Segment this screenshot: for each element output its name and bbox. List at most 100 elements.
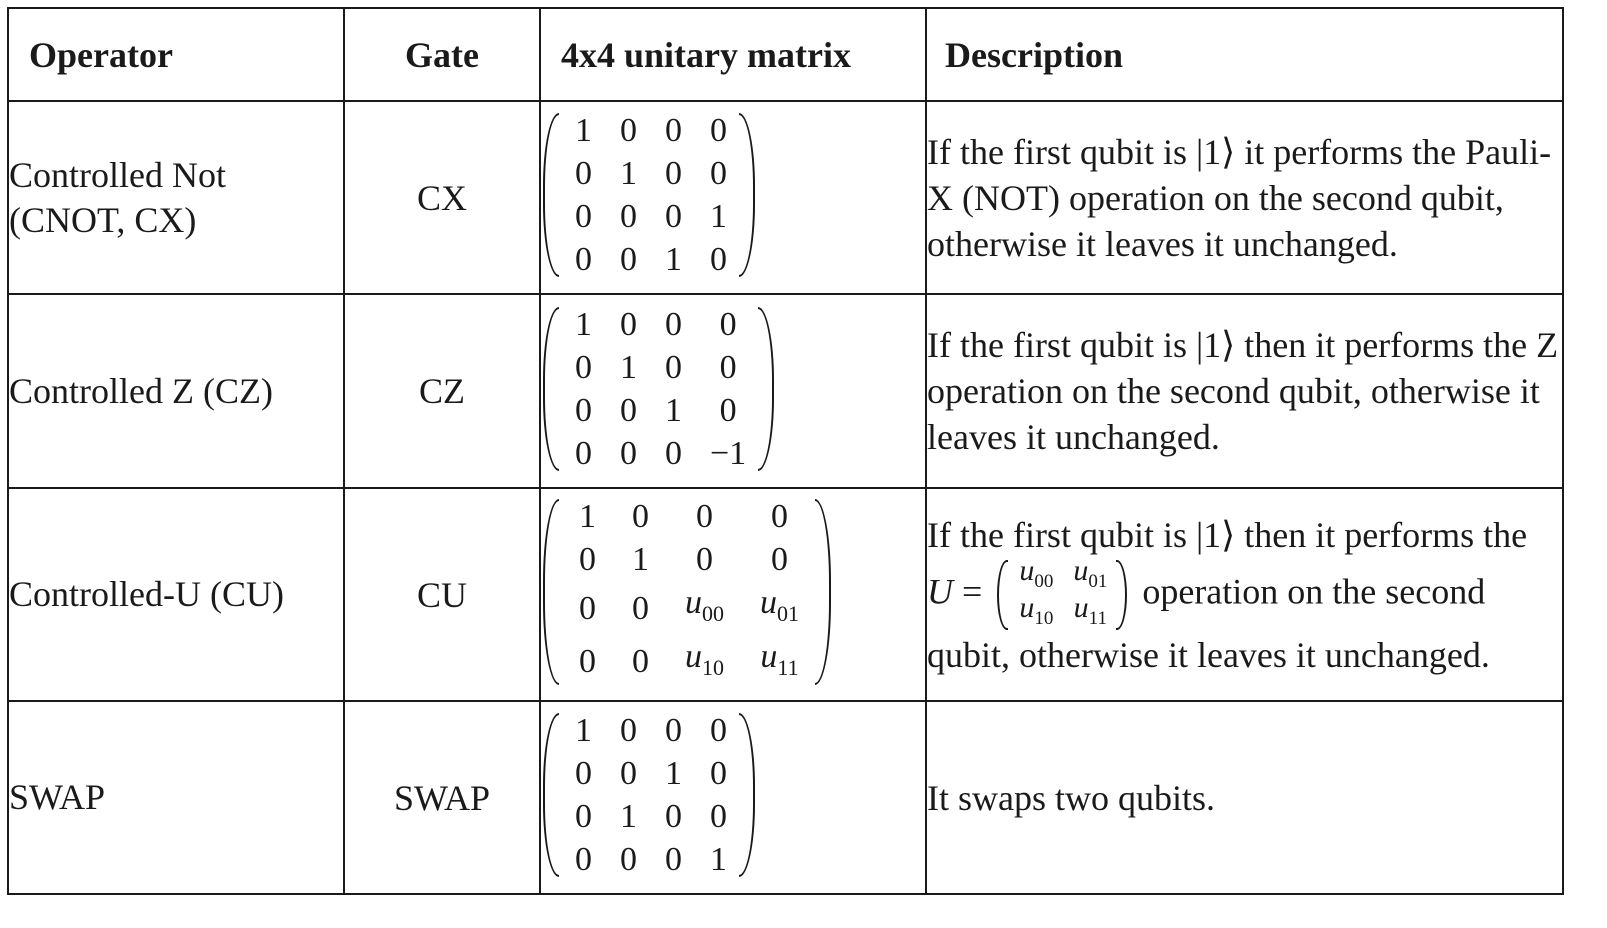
quantum-gates-table: Operator Gate 4x4 unitary matrix Descrip… [7, 7, 1564, 895]
operator-label: Controlled Not [9, 154, 226, 195]
matrix-entry: 0 [575, 434, 592, 472]
operator-cell: SWAP [7, 700, 345, 895]
matrix-entry: 1 [620, 155, 637, 192]
matrix-entry: 0 [710, 241, 727, 278]
matrix-entry: 0 [632, 589, 649, 627]
matrix-entry: 0 [665, 434, 682, 472]
equals-sign: = [953, 570, 992, 611]
matrix-entry: 1 [665, 241, 682, 278]
matrix-entry: 0 [665, 348, 682, 386]
gate-cell: CU [343, 487, 541, 702]
matrix-entry: 0 [710, 798, 727, 835]
gate-cell: SWAP [343, 700, 541, 895]
operator-label: Controlled Z (CZ) [9, 370, 273, 411]
matrix-entry: u10 [685, 638, 724, 680]
matrix-entry: 0 [665, 155, 682, 192]
matrix-entry: 0 [665, 712, 682, 749]
matrix-entry: 0 [710, 755, 727, 792]
matrix-entry: 0 [696, 541, 713, 579]
description-cell: If the first qubit is |1⟩ then it perfor… [925, 487, 1564, 702]
matrix-entry: 1 [665, 391, 682, 429]
matrix-entry: 0 [579, 643, 596, 681]
matrix-entry: 0 [620, 112, 637, 149]
matrix-entry: 0 [575, 198, 592, 235]
matrix-entry: 0 [665, 198, 682, 235]
matrix-entry: 1 [579, 498, 596, 536]
matrix-entry: 1 [575, 305, 592, 343]
matrix-entry: 1 [632, 541, 649, 579]
operator-symbol: U [927, 570, 953, 611]
operator-cell: Controlled Z (CZ) [7, 293, 345, 489]
matrix-entry: 1 [620, 348, 637, 386]
matrix-entry: 0 [771, 541, 788, 579]
matrix-entry: 0 [665, 112, 682, 149]
matrix-entry: u01 [1073, 553, 1108, 592]
matrix-entry: 1 [710, 198, 727, 235]
operator-label: Controlled-U (CU) [9, 574, 284, 614]
header-matrix: 4x4 unitary matrix [539, 7, 927, 102]
matrix-entry: 0 [620, 712, 637, 749]
matrix-entry: 0 [575, 755, 592, 792]
matrix-entry: −1 [710, 434, 747, 472]
matrix-entry: 0 [665, 798, 682, 835]
header-operator: Operator [7, 7, 345, 102]
matrix-entry: 0 [620, 391, 637, 429]
operator-cell: Controlled Not (CNOT, CX) [7, 100, 345, 295]
matrix-entry: 0 [719, 348, 737, 386]
description-text: operation on the second qubit, otherwise… [927, 570, 1490, 675]
matrix-entry: u00 [1019, 553, 1054, 592]
matrix-entry: 0 [710, 112, 727, 149]
gate-cell: CX [343, 100, 541, 295]
matrix-entry: 0 [620, 434, 637, 472]
matrix-entry: 0 [620, 755, 637, 792]
header-description: Description [925, 7, 1564, 102]
matrix-entry: 0 [632, 643, 649, 681]
operator-label: (CNOT, CX) [9, 199, 197, 240]
matrix-entry: 0 [710, 155, 727, 192]
matrix-entry: 0 [620, 198, 637, 235]
gate-cell: CZ [343, 293, 541, 489]
matrix-entry: 1 [710, 841, 727, 878]
matrix-entry: 0 [710, 712, 727, 749]
description-text: If the first qubit is |1⟩ then it perfor… [927, 514, 1528, 555]
matrix-entry: u11 [1073, 590, 1107, 629]
matrix-entry: 0 [719, 391, 737, 429]
matrix-entry: 0 [632, 498, 649, 536]
matrix-entry: 1 [620, 798, 637, 835]
matrix-entry: 0 [719, 305, 737, 343]
operator-label: SWAP [9, 777, 106, 817]
matrix-entry: u00 [685, 584, 724, 626]
matrix-entry: 1 [575, 712, 592, 749]
header-row: Operator Gate 4x4 unitary matrix Descrip… [7, 7, 1564, 102]
matrix-entry: 0 [665, 305, 682, 343]
matrix-entry: 1 [665, 755, 682, 792]
matrix-entry: 0 [620, 841, 637, 878]
matrix-entry: 0 [620, 305, 637, 343]
matrix-entry: u01 [760, 584, 799, 626]
matrix-entry: 0 [579, 541, 596, 579]
matrix-entry: 0 [575, 348, 592, 386]
matrix-entry: 0 [771, 498, 788, 536]
matrix-entry: u11 [760, 638, 799, 680]
matrix-entry: 0 [575, 391, 592, 429]
matrix-entry: 0 [579, 589, 596, 627]
matrix-entry: 0 [620, 241, 637, 278]
description-cell: It swaps two qubits. [925, 700, 1564, 895]
operator-cell: Controlled-U (CU) [7, 487, 345, 702]
matrix-entry: 0 [696, 498, 713, 536]
matrix-entry: 0 [575, 798, 592, 835]
matrix-entry: 0 [575, 155, 592, 192]
